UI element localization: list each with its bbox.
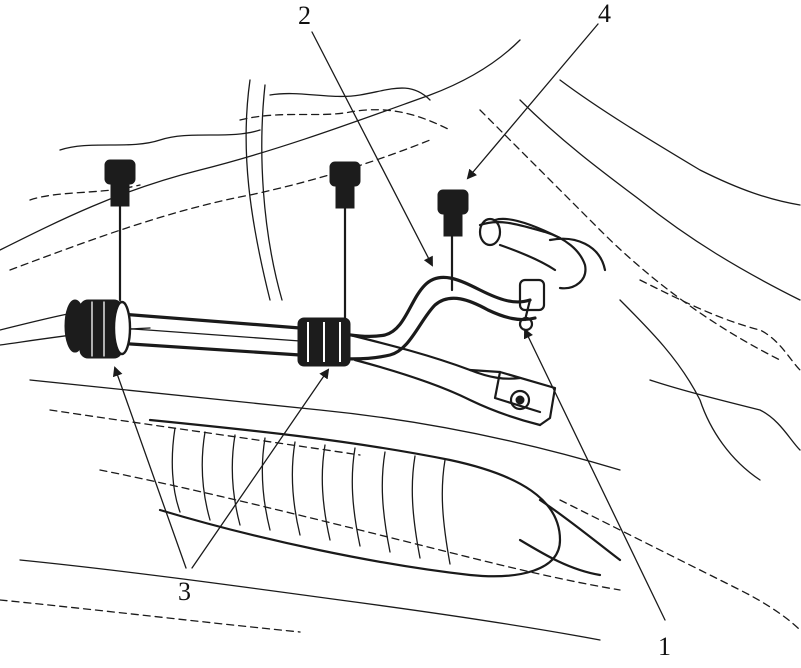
- bolt-right: [437, 189, 469, 292]
- callout-1: 1: [658, 632, 671, 661]
- steering-rack-boot: [99, 418, 622, 591]
- left-clamp: [64, 299, 132, 359]
- leader-3b: [191, 368, 330, 569]
- leader-lines: [112, 23, 666, 621]
- middle-clamp: [297, 317, 351, 367]
- callout-2: 2: [298, 1, 311, 30]
- leader-3a: [112, 366, 187, 569]
- bolt-left: [104, 159, 136, 302]
- callout-4: 4: [598, 0, 611, 28]
- line-bracket: [348, 333, 557, 427]
- leader-1: [523, 328, 666, 621]
- callout-3: 3: [178, 577, 191, 606]
- bolt-middle: [329, 161, 361, 320]
- line-fitting: [478, 217, 607, 332]
- leader-2: [311, 31, 433, 267]
- leader-4: [466, 23, 599, 180]
